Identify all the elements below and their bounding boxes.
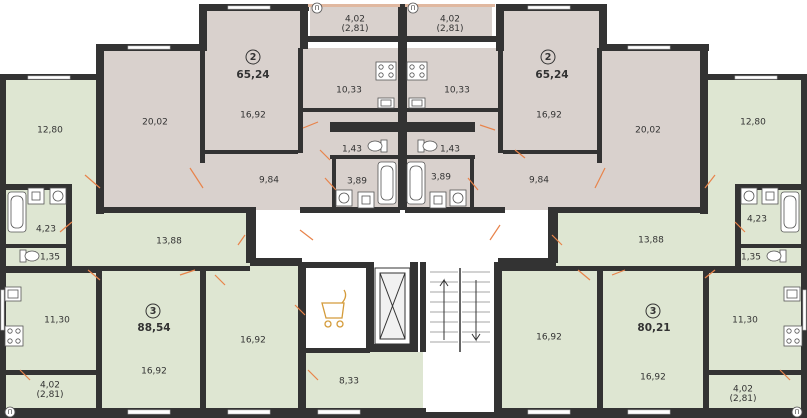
bathtub-icon (406, 161, 426, 205)
room-area-label: 16,92 (240, 111, 266, 121)
bathtub-icon (7, 191, 27, 233)
svg-text:П: П (795, 409, 800, 416)
svg-text:П: П (315, 5, 320, 12)
sink-icon (377, 97, 395, 109)
stove-icon (4, 325, 24, 347)
room-area-label: 1,35 (40, 253, 60, 263)
room-area-label: 1,43 (342, 145, 362, 155)
left-apartment-floor (0, 78, 300, 410)
windows (0, 5, 807, 415)
room-area-label: 3,89 (347, 177, 367, 187)
room-area-label: 3,89 (431, 173, 451, 183)
top-right-apartment-floor (405, 8, 700, 210)
bathtub-icon (780, 191, 800, 233)
room-area-label: 4,23 (747, 215, 767, 225)
sink-icon (4, 286, 22, 302)
room-area-label: 4,02(2,81) (436, 14, 463, 33)
room-area-label: 4,23 (36, 225, 56, 235)
balcony-marker: П (311, 2, 323, 14)
room-area-label: 13,88 (638, 236, 664, 246)
washer-icon (740, 187, 758, 205)
svg-text:80,21: 80,21 (637, 322, 670, 334)
room-area-label: 12,80 (740, 118, 766, 128)
room-area-label: 16,92 (240, 336, 266, 346)
balcony-markers: П П П П (4, 2, 803, 418)
balcony-marker: П (407, 2, 419, 14)
room-area-label: 12,80 (37, 126, 63, 136)
room-area-label: 1,35 (741, 253, 761, 263)
room-area-label: 4,02(2,81) (36, 380, 63, 399)
room-area-label: 16,92 (640, 373, 666, 383)
top-right-balcony-floor (405, 5, 492, 42)
apartment-badge-left: 3 88,54 (137, 303, 171, 334)
door-swings (19, 121, 791, 381)
storage-floor (300, 352, 423, 410)
toilet-icon (417, 139, 438, 153)
stairs-icon (426, 262, 494, 412)
top-left-apartment-floor (100, 8, 400, 210)
sink-icon (761, 187, 779, 205)
room-area-label: 9,84 (259, 176, 279, 186)
bathtub-icon (377, 161, 397, 205)
floor-fills (0, 5, 807, 410)
svg-text:65,24: 65,24 (236, 69, 269, 81)
room-area-label: 16,92 (141, 367, 167, 377)
washer-icon (49, 187, 67, 205)
toilet-icon (766, 249, 787, 263)
svg-text:2: 2 (545, 52, 552, 63)
room-area-label: 20,02 (635, 126, 661, 136)
apartment-badge-top-left: 2 65,24 (236, 49, 270, 81)
apartment-badge-top-right: 2 65,24 (535, 49, 569, 81)
room-area-label: 20,02 (142, 118, 168, 128)
room-area-label: 16,92 (536, 333, 562, 343)
room-area-label: 4,02(2,81) (341, 14, 368, 33)
toilet-icon (367, 139, 388, 153)
corridor-floor (250, 212, 552, 260)
svg-text:П: П (8, 409, 13, 416)
washer-icon (335, 189, 353, 207)
svg-text:88,54: 88,54 (137, 322, 170, 334)
sink-icon (429, 191, 447, 209)
room-area-label: 1,43 (440, 145, 460, 155)
washer-icon (449, 189, 467, 207)
room-area-label: 8,33 (339, 377, 359, 387)
svg-text:65,24: 65,24 (535, 69, 568, 81)
sink-icon (783, 286, 801, 302)
sink-icon (27, 187, 45, 205)
svg-text:3: 3 (150, 306, 157, 317)
room-area-label: 11,30 (732, 316, 758, 326)
sink-icon (408, 97, 426, 109)
elevator-icon (374, 267, 411, 345)
toilet-icon (19, 249, 40, 263)
right-apartment-floor (498, 78, 807, 410)
room-area-label: 13,88 (156, 237, 182, 247)
top-left-balcony-floor (310, 5, 400, 42)
apartment-badge-right: 3 80,21 (637, 303, 671, 334)
room-area-label: 10,33 (336, 86, 362, 96)
room-area-label: 4,02(2,81) (729, 384, 756, 403)
balcony-marker: П (791, 406, 803, 418)
stove-icon (783, 325, 803, 347)
stroller-icon (321, 289, 347, 328)
stove-icon (375, 61, 397, 81)
room-area-label: 10,33 (444, 86, 470, 96)
room-area-label: 16,92 (536, 111, 562, 121)
svg-text:П: П (411, 5, 416, 12)
balcony-marker: П (4, 406, 16, 418)
svg-text:3: 3 (650, 306, 657, 317)
stove-icon (406, 61, 428, 81)
room-labels: 4,02(2,81) 4,02(2,81) 20,02 16,92 10,33 … (36, 14, 767, 403)
svg-text:2: 2 (250, 52, 257, 63)
room-area-label: 9,84 (529, 176, 549, 186)
sink-icon (357, 191, 375, 209)
room-area-label: 11,30 (44, 316, 70, 326)
